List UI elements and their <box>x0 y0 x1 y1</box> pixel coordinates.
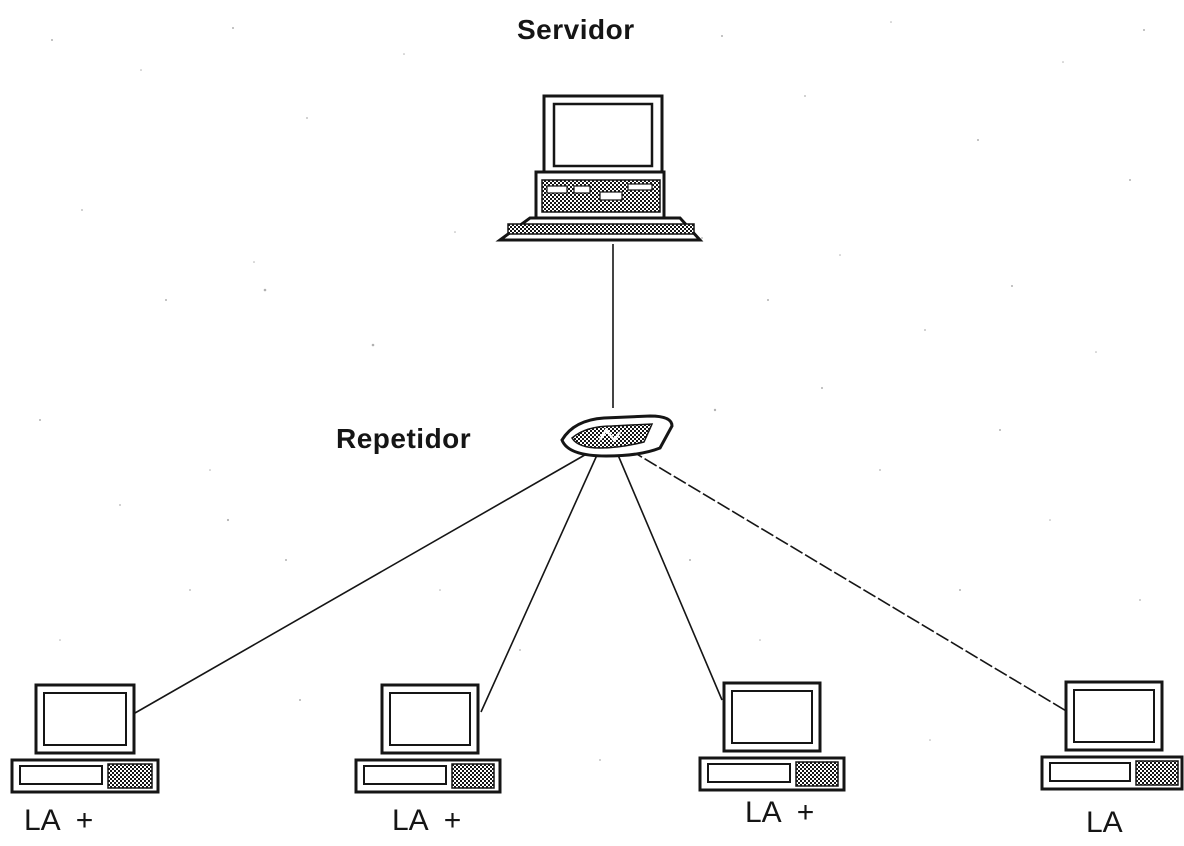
repeater-icon <box>560 414 674 458</box>
server-computer-icon <box>495 94 704 242</box>
connection-lines <box>134 244 1069 714</box>
workstation-2-icon <box>354 683 502 794</box>
workstation-3-label: LA + <box>745 796 815 829</box>
scan-noise <box>39 21 1145 761</box>
link-repeater-ws2 <box>480 454 598 713</box>
link-repeater-ws1 <box>134 451 591 714</box>
workstation-1-icon <box>10 683 160 794</box>
workstation-4-label: LA <box>1086 806 1123 839</box>
repeater-label: Repetidor <box>336 423 472 454</box>
workstation-4-icon <box>1040 680 1184 791</box>
workstation-2-label: LA + <box>392 804 462 837</box>
workstation-1-label: LA + <box>24 804 94 837</box>
link-repeater-ws4 <box>629 449 1069 713</box>
link-repeater-ws3 <box>617 454 723 701</box>
workstation-3-icon <box>698 681 846 792</box>
server-label: Servidor <box>517 14 635 45</box>
